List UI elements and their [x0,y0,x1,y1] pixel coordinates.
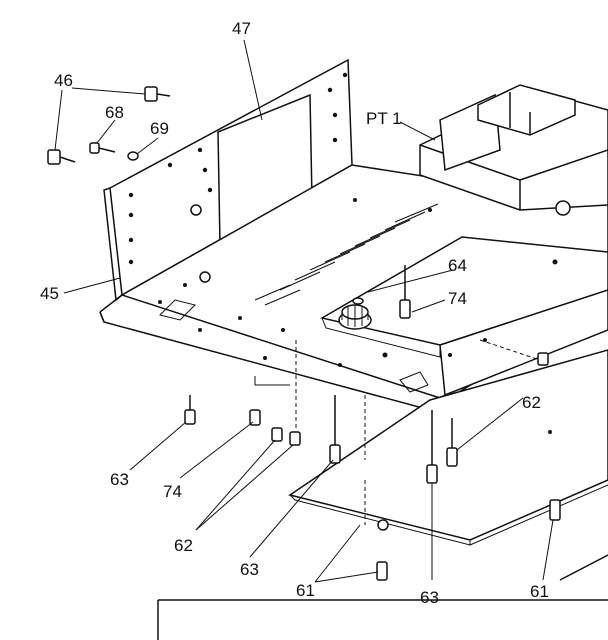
bottom-cover [288,349,608,546]
callout-68: 68 [105,103,124,122]
screw-63-mid [329,395,341,464]
screw-46-left [47,149,76,165]
side-bracket [439,289,608,397]
callout-45: 45 [40,284,59,303]
screw-63-left [184,395,196,425]
screw-62-a [271,427,283,442]
assembly-lines [254,339,541,525]
callout-74-upper: 74 [448,289,467,308]
screw-63-right [426,410,438,484]
screw-61-right [549,499,561,521]
screw-62-side [537,352,549,366]
screw-68 [89,142,116,154]
callout-47: 47 [232,19,251,38]
screw-62-b [289,431,301,446]
fan-knob [338,297,372,330]
callout-labels: 47 46 68 69 PT 1 45 64 74 62 63 74 62 63… [40,19,549,607]
callout-61-right: 61 [530,582,549,601]
callout-63-right: 63 [420,588,439,607]
screw-74-lower [249,409,261,426]
callout-61-lower: 61 [296,581,315,600]
callout-62-lower: 62 [174,536,193,555]
transformer [419,84,608,216]
callout-74-lower: 74 [163,482,182,501]
callout-pt1: PT 1 [366,109,402,128]
washer-69 [127,151,139,161]
callout-62-right: 62 [522,393,541,412]
screw-62-right [446,418,458,467]
callout-63-left: 63 [110,470,129,489]
callout-63-mid: 63 [240,560,259,579]
callout-46: 46 [54,71,73,90]
screws [47,86,561,581]
leader-lines [54,39,554,583]
screw-61-lower [376,561,388,581]
vent-slots [254,203,439,306]
screw-46-top [144,86,171,102]
callout-64: 64 [448,256,467,275]
callout-69: 69 [150,119,169,138]
